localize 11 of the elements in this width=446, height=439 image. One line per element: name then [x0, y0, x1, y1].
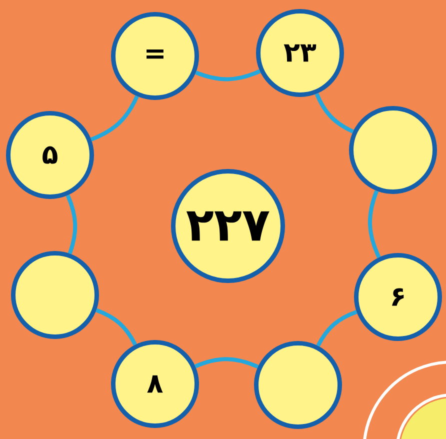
- ring-line: [90, 95, 139, 142]
- ring-line: [195, 69, 261, 82]
- ring-line: [368, 190, 381, 258]
- empty-circle: [349, 106, 437, 194]
- ring-line: [314, 92, 354, 134]
- ring-line: [96, 308, 137, 346]
- ring-line: [316, 310, 358, 347]
- ring-line: [194, 357, 259, 369]
- ring-line: [66, 194, 78, 254]
- empty-circle: [11, 251, 99, 339]
- empty-circle: [254, 341, 342, 429]
